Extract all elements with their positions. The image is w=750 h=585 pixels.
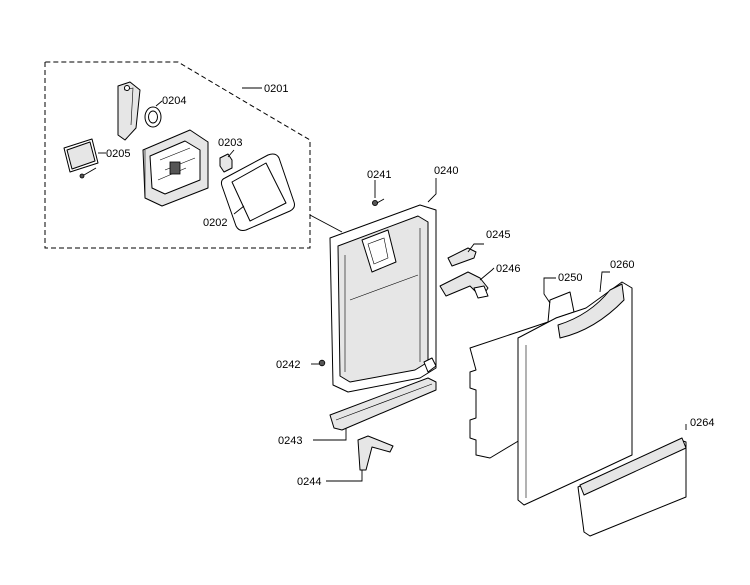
callout-0244: 0244 (297, 476, 321, 488)
part-0243-hinge-bracket (329, 357, 437, 431)
part-0250-insulation (469, 291, 575, 459)
leader-lines (98, 87, 687, 482)
callout-0203: 0203 (218, 137, 242, 149)
part-0203-knob (219, 153, 233, 173)
callout-0260: 0260 (610, 259, 634, 271)
part-0244-bracket (357, 435, 394, 471)
callout-0240: 0240 (434, 165, 458, 177)
callout-labels: 0201 0204 0205 0203 0202 0241 0240 0242 … (106, 83, 714, 488)
part-0204-latch-handle (117, 81, 162, 141)
callout-0201: 0201 (264, 83, 288, 95)
callout-0264: 0264 (690, 417, 714, 429)
part-0264-kick-plate (577, 437, 687, 537)
part-0201-dispenser-assembly (142, 129, 209, 207)
callout-0205: 0205 (106, 148, 130, 160)
part-0240-inner-door (329, 204, 437, 393)
callout-0243: 0243 (278, 435, 302, 447)
callout-0241: 0241 (367, 169, 391, 181)
callout-0242: 0242 (276, 359, 300, 371)
callout-0202: 0202 (203, 217, 227, 229)
part-0260-outer-door-panel (517, 281, 633, 506)
callout-0246: 0246 (496, 263, 520, 275)
part-0241-screw (371, 198, 385, 206)
callout-0250: 0250 (558, 272, 582, 284)
part-0246-latch (439, 271, 489, 299)
detail-inset (44, 61, 343, 249)
callout-0245: 0245 (486, 229, 510, 241)
callout-0204: 0204 (162, 95, 186, 107)
part-0205-plate (63, 138, 99, 179)
part-0242-screw (318, 359, 326, 367)
part-0245-clip (447, 247, 477, 267)
part-0202-gasket (220, 153, 295, 231)
